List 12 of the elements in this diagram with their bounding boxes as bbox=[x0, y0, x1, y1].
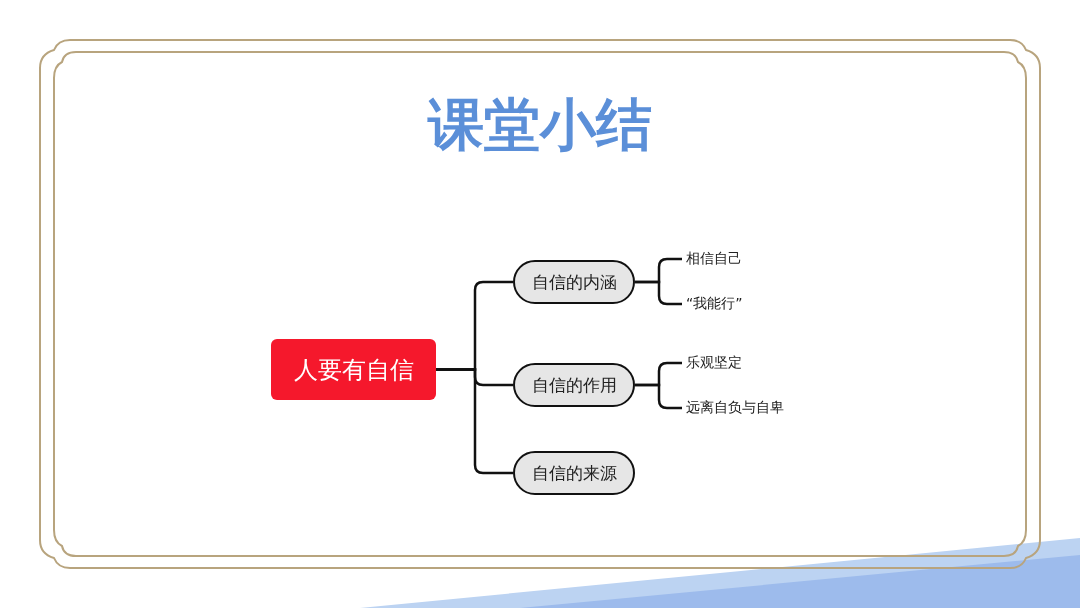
connector bbox=[635, 280, 682, 306]
branch-pill: 自信的来源 bbox=[513, 451, 635, 495]
branch-pill: 自信的内涵 bbox=[513, 260, 635, 304]
connector bbox=[436, 368, 513, 475]
leaf-text: 远离自负与自卑 bbox=[686, 397, 784, 419]
title: 课堂小结 bbox=[426, 90, 653, 159]
leaf-text: “我能行” bbox=[686, 293, 743, 315]
leaf-text: 相信自己 bbox=[686, 248, 742, 270]
leaf-text: 乐观坚定 bbox=[686, 352, 742, 374]
connector bbox=[635, 383, 682, 410]
branch-pill: 自信的作用 bbox=[513, 363, 635, 407]
topic-box: 人要有自信 bbox=[271, 339, 436, 400]
